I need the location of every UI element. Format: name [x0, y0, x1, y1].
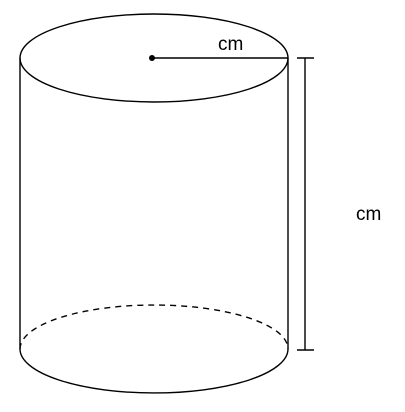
cylinder-bottom-front-arc [19, 348, 289, 394]
radius-label: cm [218, 34, 243, 55]
cylinder-bottom-back-arc [19, 304, 289, 350]
height-label: cm [356, 204, 381, 225]
center-point [149, 55, 155, 61]
